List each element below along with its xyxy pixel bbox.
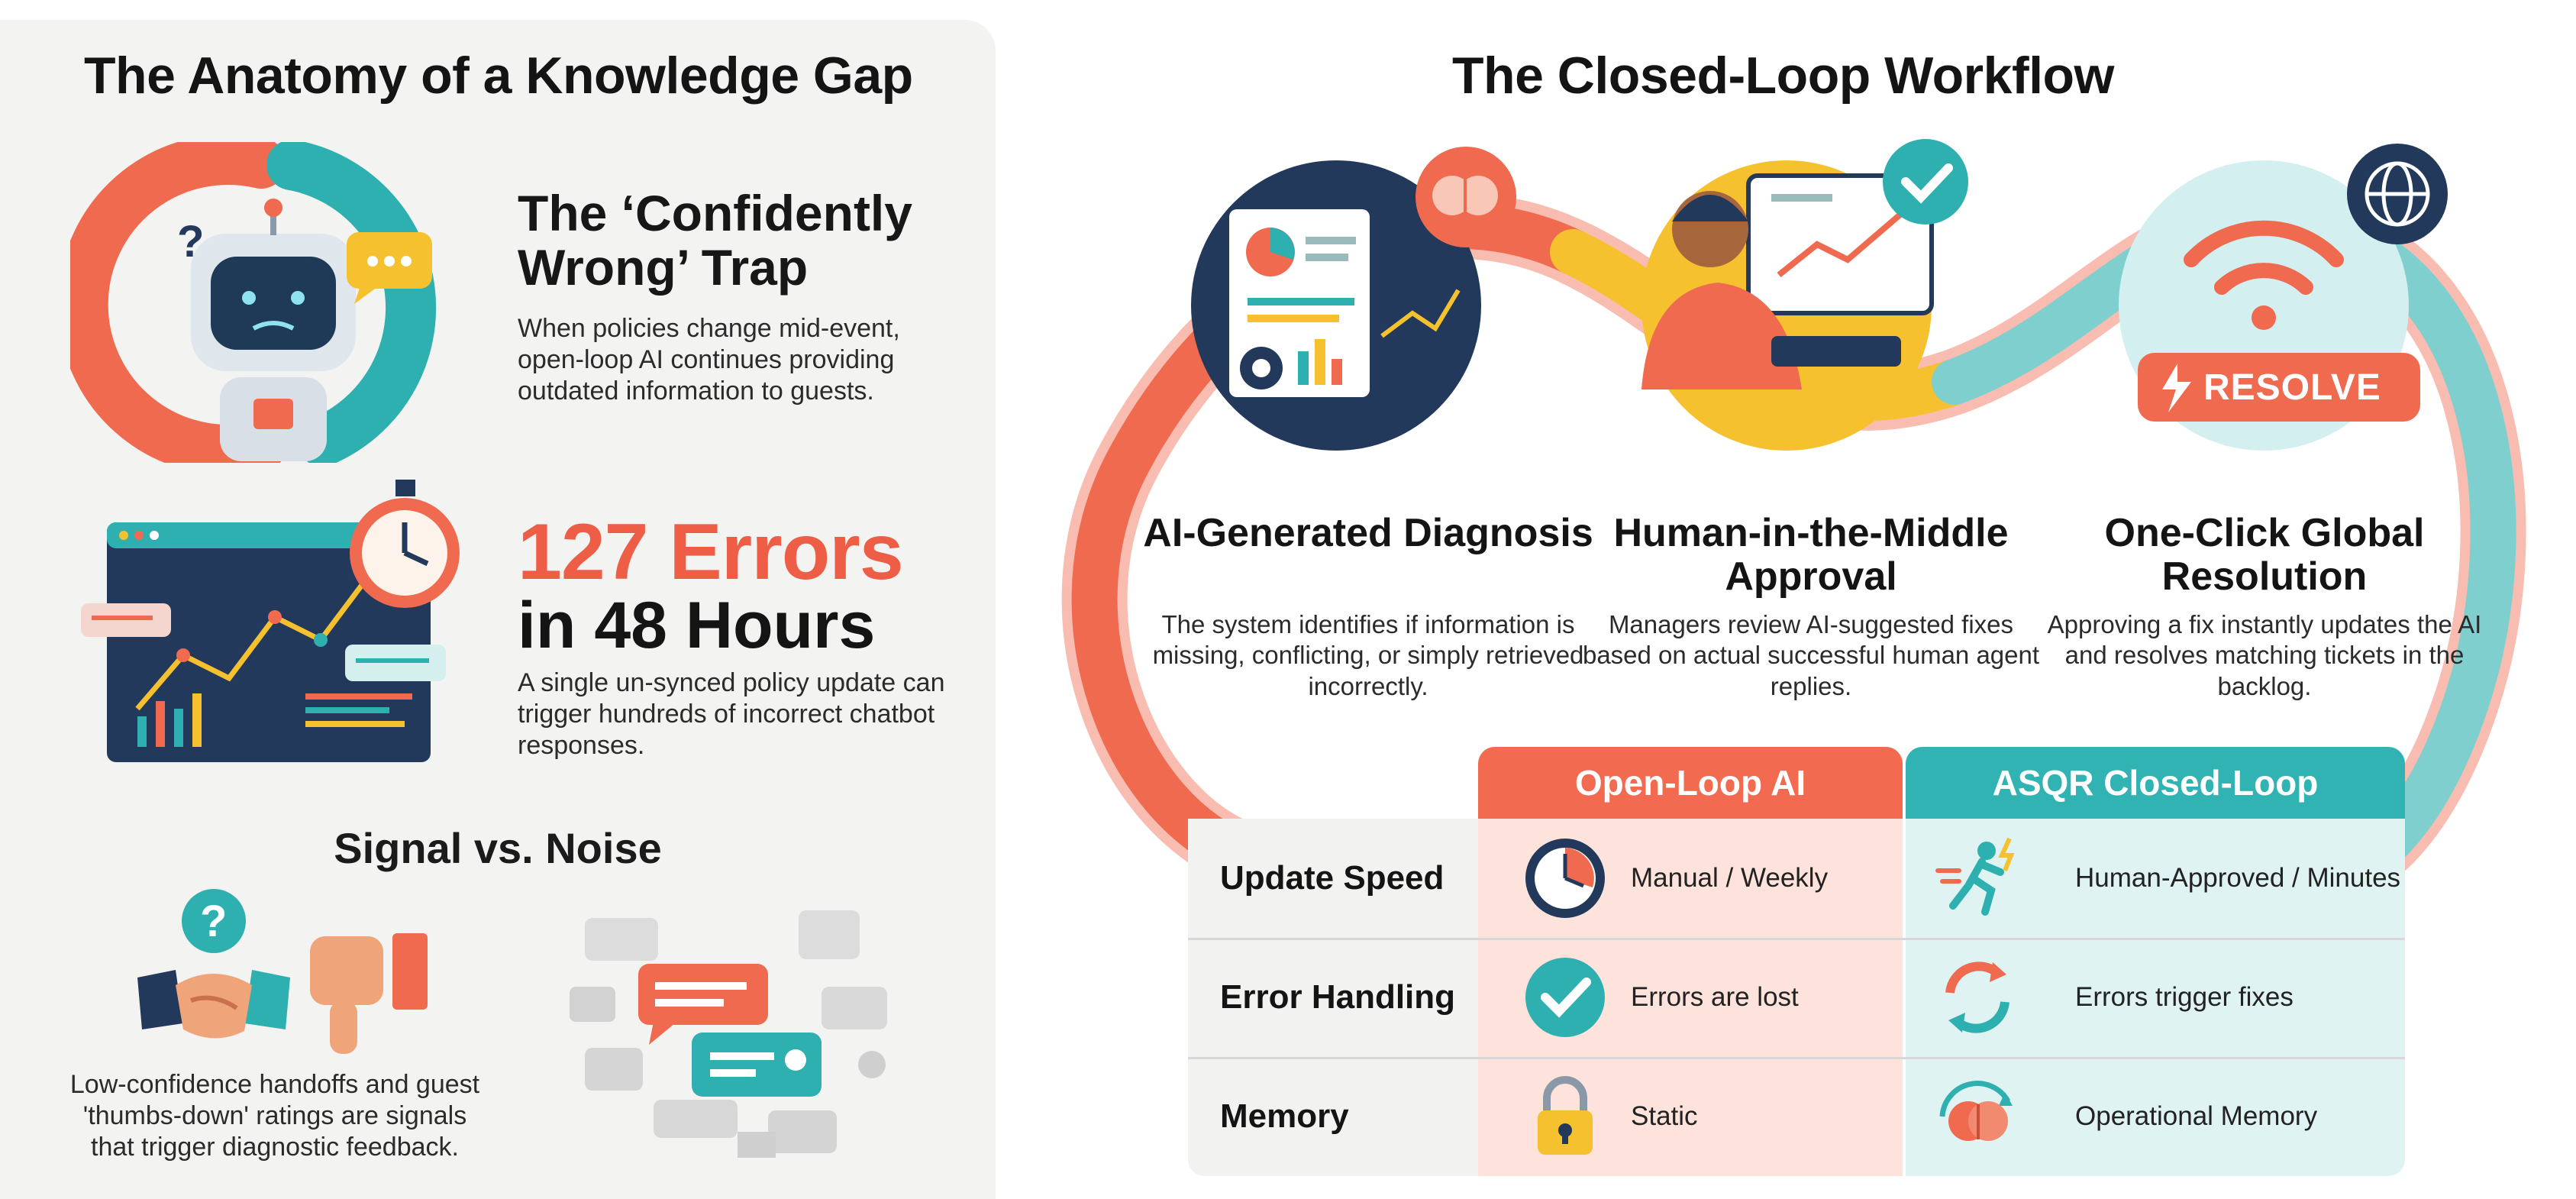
row-divider — [1188, 1057, 2405, 1059]
step2-illustration — [1641, 139, 1968, 451]
asqr-error-handling: Errors trigger fixes — [2075, 982, 2294, 1012]
message-cloud-icon — [570, 910, 887, 1158]
resolve-label: RESOLVE — [2203, 367, 2381, 408]
brain-icon — [1416, 147, 1516, 247]
cycle-arrows-icon — [1945, 961, 2009, 1033]
step1-illustration — [1191, 147, 1516, 451]
gear-icon — [1240, 347, 1283, 389]
step2-description: Managers review AI-suggested fixes based… — [1582, 610, 2040, 700]
label-column-bg — [1188, 819, 1478, 1176]
step1-description: The system identifies if information is … — [1152, 610, 1584, 700]
signal-heading: Signal vs. Noise — [334, 824, 662, 872]
question-icon: ? — [182, 889, 246, 953]
open-loop-update-speed: Manual / Weekly — [1631, 863, 1829, 893]
row-label-error-handling: Error Handling — [1220, 978, 1456, 1016]
open-loop-error-handling: Errors are lost — [1631, 982, 1799, 1012]
clock-icon — [1525, 839, 1605, 918]
errors-description: A single un-synced policy update can tri… — [518, 668, 945, 760]
monitor-icon — [1746, 173, 1934, 315]
left-panel-title: The Anatomy of a Knowledge Gap — [84, 47, 913, 105]
manager-icon — [1641, 191, 1901, 389]
check-circle-icon — [1525, 958, 1605, 1037]
handshake-icon — [137, 970, 290, 1039]
row-label-memory: Memory — [1220, 1097, 1349, 1135]
trap-heading: The ‘Confidently Wrong’ Trap — [518, 185, 912, 296]
padlock-icon — [1538, 1076, 1593, 1155]
errors-count: 127 Errors — [518, 508, 904, 596]
open-loop-memory: Static — [1631, 1101, 1698, 1131]
asqr-memory: Operational Memory — [2075, 1101, 2318, 1131]
message-cloud-illustration — [570, 910, 887, 1158]
robot-illustration: ? — [70, 142, 437, 463]
trap-description: When policies change mid-event, open-loo… — [518, 314, 900, 406]
dashboard-illustration — [81, 480, 460, 762]
wifi-icon — [2184, 220, 2344, 330]
right-panel-title: The Closed-Loop Workflow — [1452, 47, 2114, 105]
errors-period: in 48 Hours — [518, 589, 876, 662]
svg-text:?: ? — [200, 897, 227, 946]
step2-title: Human-in-the-Middle Approval — [1613, 511, 2009, 600]
resolve-button-shape — [2138, 353, 2420, 422]
handoff-illustration: ? — [137, 889, 428, 1054]
asqr-update-speed: Human-Approved / Minutes — [2075, 863, 2401, 893]
step3-illustration — [2119, 144, 2448, 451]
column-header-asqr: ASQR Closed-Loop — [1906, 747, 2405, 819]
row-label-update-speed: Update Speed — [1220, 859, 1445, 897]
comparison-table: Open-Loop AI ASQR Closed-Loop Update Spe… — [1188, 747, 2405, 1176]
step3-description: Approving a fix instantly updates the AI… — [2047, 610, 2482, 700]
report-icon — [1229, 209, 1370, 397]
question-icon: ? — [177, 217, 204, 267]
brain-icon — [1939, 1081, 2013, 1141]
signal-description: Low-confidence handoffs and guest 'thumb… — [69, 1070, 480, 1162]
checkmark-icon — [1883, 139, 1968, 225]
globe-icon — [2347, 144, 2448, 244]
runner-icon — [1935, 837, 2015, 916]
lightning-icon — [2162, 364, 2191, 412]
thumbs-down-icon — [310, 933, 428, 1054]
coral-arc — [70, 142, 286, 463]
stopwatch-icon — [350, 480, 460, 608]
chat-bubble-icon — [347, 232, 432, 304]
column-header-open-loop: Open-Loop AI — [1478, 747, 1903, 819]
robot-icon — [191, 199, 356, 461]
teal-arc — [266, 142, 437, 463]
step1-title: AI-Generated Diagnosis — [1143, 511, 1593, 555]
dashboard-icon — [81, 522, 446, 762]
step3-title: One-Click Global Resolution — [2104, 511, 2425, 600]
row-divider — [1188, 938, 2405, 940]
